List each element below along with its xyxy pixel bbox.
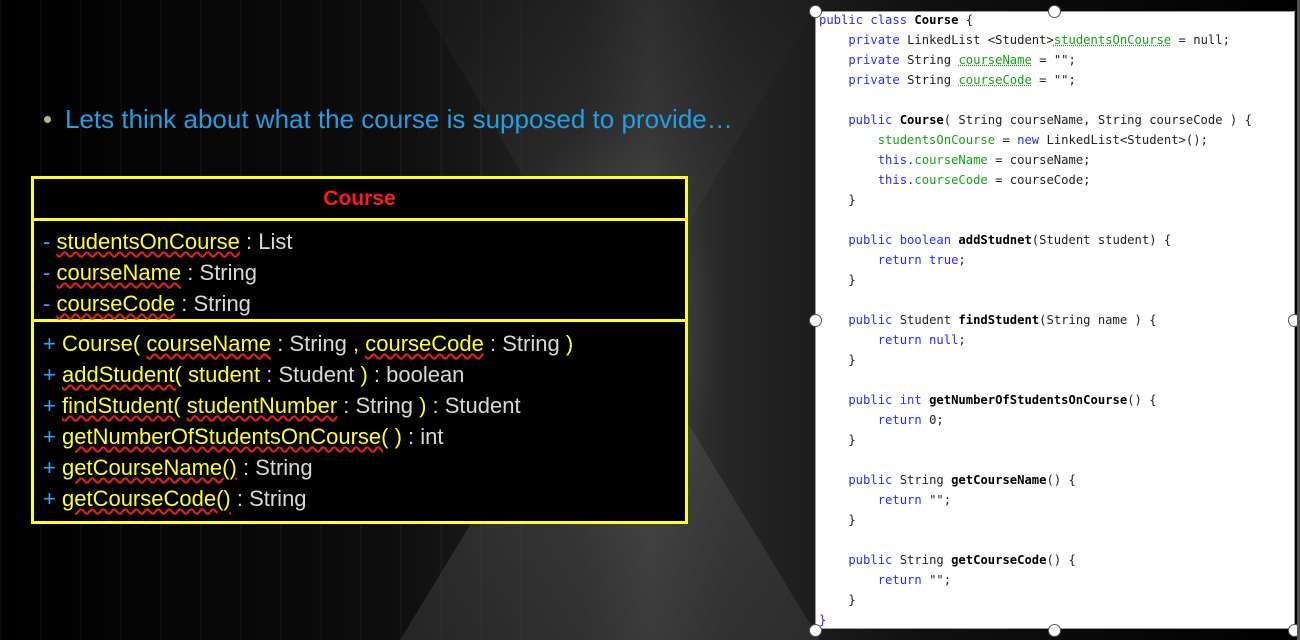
code-line: } [819, 513, 856, 527]
code-line: private String courseName = ""; [819, 53, 1076, 67]
code-line: public class Course { [819, 13, 974, 27]
uml-operation: + getNumberOfStudentsOnCourse( ) : int [43, 424, 444, 449]
resize-handle-top-left[interactable] [809, 5, 822, 18]
uml-operations: + Course( courseName : String , courseCo… [34, 322, 685, 514]
uml-class-diagram: Course - studentsOnCourse : List - cours… [31, 176, 688, 524]
uml-class-name: Course [34, 179, 685, 221]
code-line: } [819, 593, 856, 607]
resize-handle-bottom[interactable] [1048, 624, 1061, 637]
code-line: public String getCourseName() { [819, 473, 1076, 487]
uml-operation: + Course( courseName : String , courseCo… [43, 331, 574, 356]
code-line: public String getCourseCode() { [819, 553, 1076, 567]
resize-handle-left[interactable] [809, 314, 822, 327]
code-line: public boolean addStudnet(Student studen… [819, 233, 1172, 247]
code-line: this.courseName = courseName; [819, 153, 1091, 167]
uml-operation: + findStudent( studentNumber : String ) … [43, 393, 521, 418]
code-line: return 0; [819, 413, 944, 427]
code-line: } [819, 193, 856, 207]
window-edge [1297, 0, 1300, 640]
code-line: } [819, 273, 856, 287]
code-line: return null; [819, 333, 966, 347]
code-line: } [819, 353, 856, 367]
uml-operation: + addStudent( student : Student ) : bool… [43, 362, 465, 387]
uml-attribute: - courseCode : String [43, 291, 251, 316]
code-line: private LinkedList <Student>studentsOnCo… [819, 33, 1230, 47]
code-line: studentsOnCourse = new LinkedList<Studen… [819, 133, 1208, 147]
bullet-dot-icon [44, 116, 51, 123]
code-line: public Course( String courseName, String… [819, 113, 1252, 127]
code-line: } [819, 613, 827, 627]
code-line: private String courseCode = ""; [819, 73, 1076, 87]
code-line: return ""; [819, 493, 952, 507]
code-line: public int getNumberOfStudentsOnCourse()… [819, 393, 1157, 407]
code-line: public Student findStudent(String name )… [819, 313, 1157, 327]
code-line: return ""; [819, 573, 952, 587]
resize-handle-top[interactable] [1048, 5, 1061, 18]
uml-attribute: - courseName : String [43, 260, 257, 285]
resize-handle-bottom-left[interactable] [809, 624, 822, 637]
code-line: this.courseCode = courseCode; [819, 173, 1091, 187]
code-line: } [819, 433, 856, 447]
bullet-text: Lets think about what the course is supp… [65, 104, 733, 134]
uml-attribute: - studentsOnCourse : List [43, 229, 293, 254]
code-line: return true; [819, 253, 966, 267]
uml-operation: + getCourseCode() : String [43, 486, 307, 511]
uml-attributes: - studentsOnCourse : List - courseName :… [34, 221, 685, 322]
slide-bullet: Lets think about what the course is supp… [44, 104, 733, 135]
uml-operation: + getCourseName() : String [43, 455, 313, 480]
code-image-panel[interactable]: public class Course { private LinkedList… [815, 11, 1295, 629]
